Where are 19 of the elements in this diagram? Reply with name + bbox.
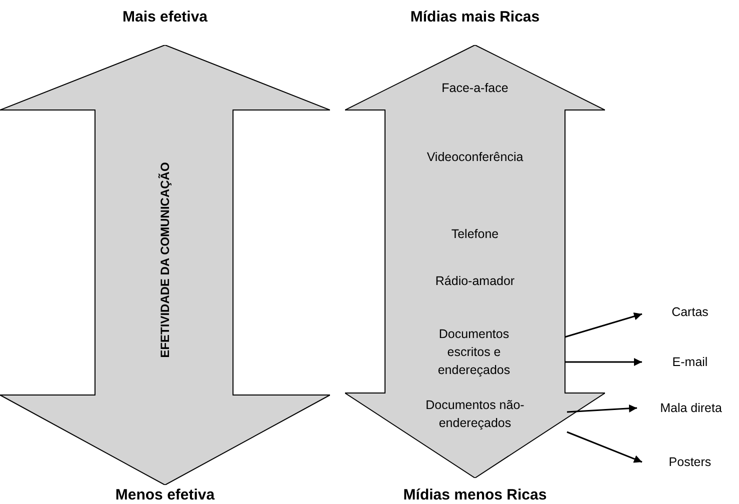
arrow bbox=[564, 312, 642, 338]
axis-caption: EFETIVIDADE DA COMUNICAÇÃO bbox=[157, 162, 173, 358]
media-label: Cartas bbox=[672, 304, 708, 321]
media-label: E-mail bbox=[672, 354, 708, 371]
scale-heading: Mais efetiva bbox=[122, 8, 208, 26]
media-label: Posters bbox=[668, 454, 712, 471]
media-item: Documentos não-endereçados bbox=[424, 397, 526, 432]
media-item: Videoconferência bbox=[426, 149, 524, 166]
media-item: Face-a-face bbox=[442, 80, 508, 97]
scale-heading: Mídias menos Ricas bbox=[403, 486, 547, 504]
arrow bbox=[565, 358, 642, 366]
media-item: Rádio-amador bbox=[435, 273, 515, 290]
scale-heading: Menos efetiva bbox=[115, 486, 215, 504]
arrow bbox=[566, 404, 638, 413]
media-label: Mala direta bbox=[660, 400, 722, 417]
media-item: Documentos escritos e endereçados bbox=[436, 326, 512, 379]
scale-heading: Mídias mais Ricas bbox=[410, 8, 540, 26]
arrow bbox=[566, 431, 642, 463]
media-item: Telefone bbox=[451, 226, 499, 243]
